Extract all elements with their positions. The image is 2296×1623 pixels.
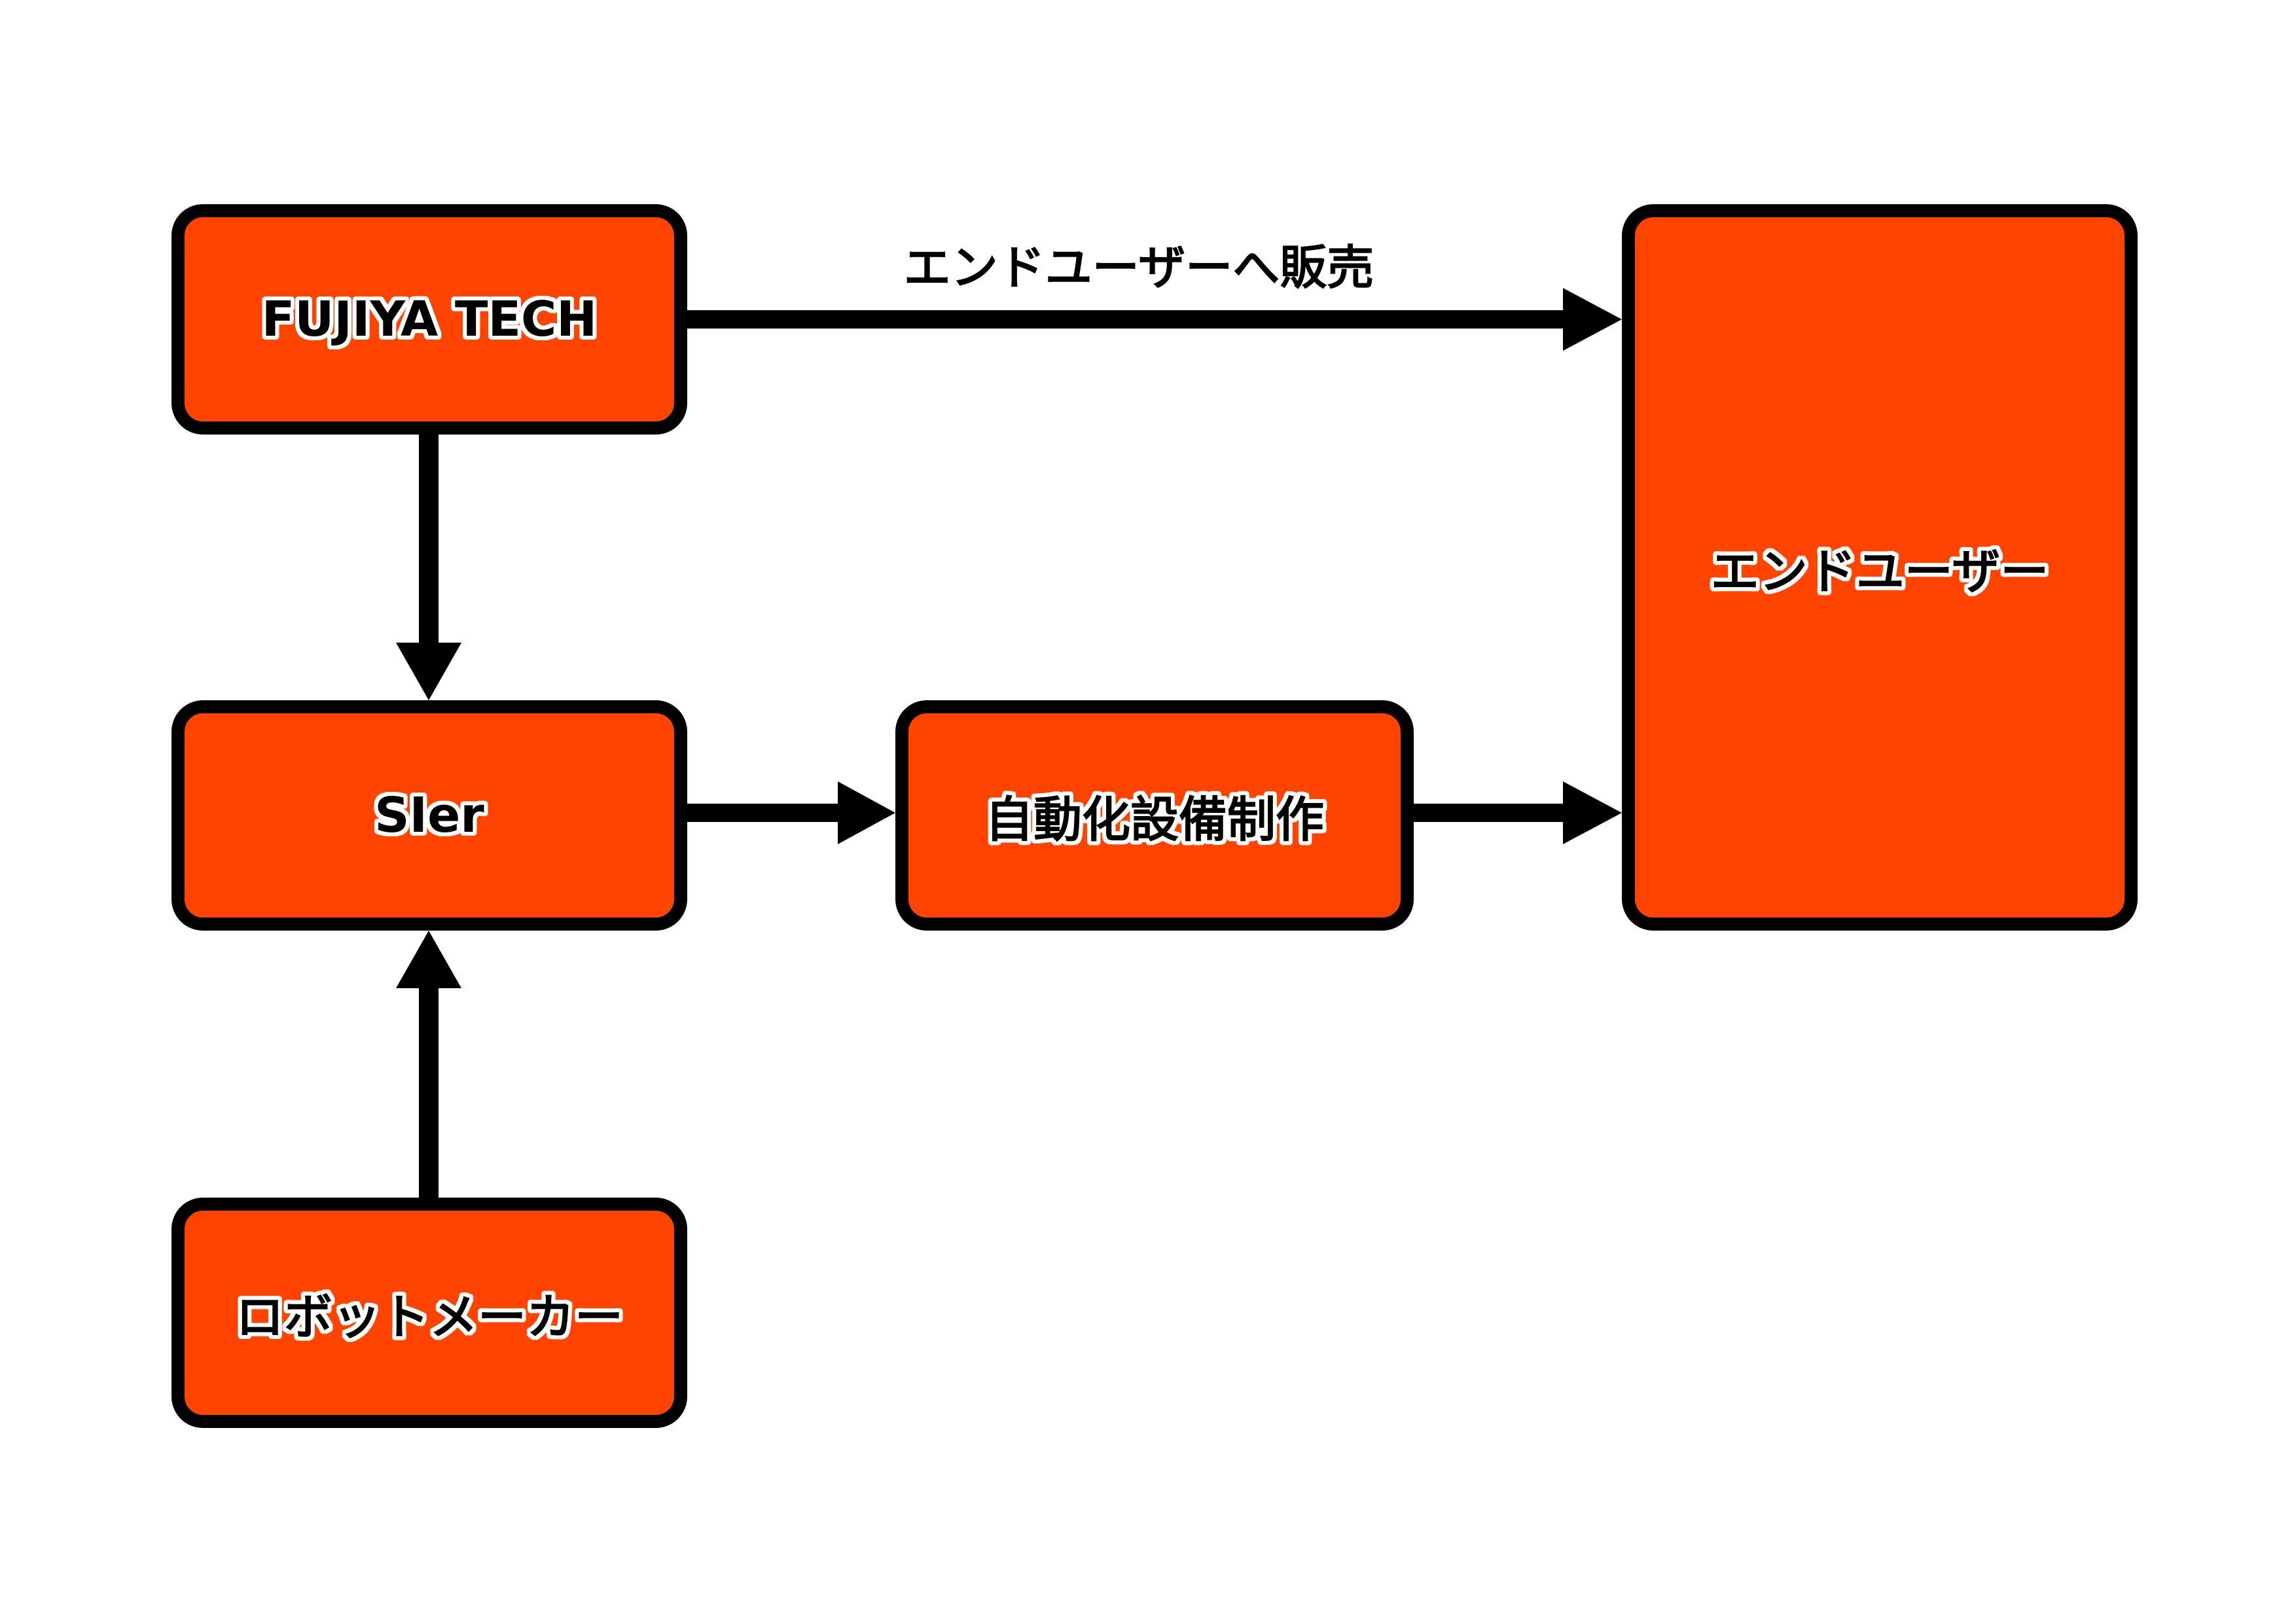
- node-fujiya-tech: FUJIYA TECH: [171, 204, 687, 435]
- node-sier: SIer: [171, 700, 687, 931]
- node-robot-maker-label: ロボットメーカー: [236, 1289, 623, 1346]
- arrow-fujiya-to-enduser: [687, 288, 1622, 351]
- node-robot-maker: ロボットメーカー: [171, 1198, 687, 1428]
- node-fujiya-tech-label: FUJIYA TECH: [261, 291, 598, 348]
- node-automation-equipment: 自動化設備制作: [895, 700, 1414, 931]
- arrow-sier-to-auto: [687, 781, 895, 844]
- arrow-fujiya-to-sier: [396, 435, 461, 700]
- node-automation-equipment-label: 自動化設備制作: [985, 791, 1324, 848]
- node-end-user: エンドユーザー: [1622, 204, 2138, 931]
- arrow-auto-to-enduser: [1414, 781, 1622, 844]
- node-sier-label: SIer: [374, 787, 484, 844]
- edge-label-sell-to-enduser: エンドユーザーへ販売: [903, 240, 1374, 295]
- node-end-user-label: エンドユーザー: [1710, 543, 2049, 600]
- arrow-robot-to-sier: [396, 931, 461, 1198]
